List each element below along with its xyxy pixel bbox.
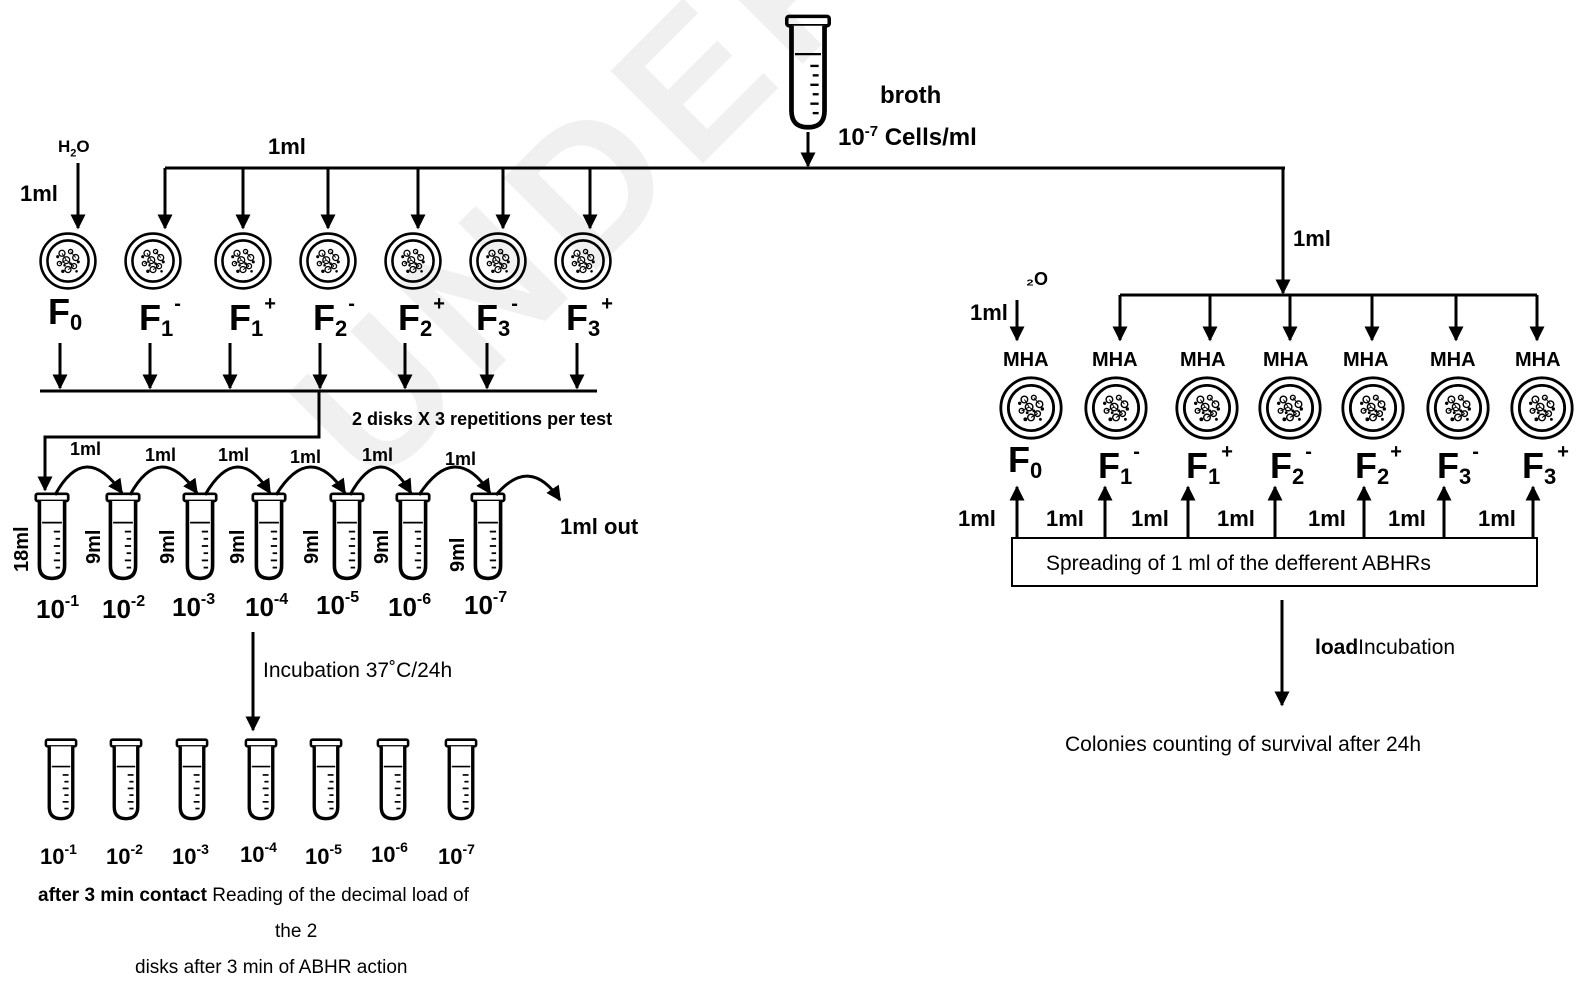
dilution-label: 10-4 [245,592,288,620]
dilution-label: 10-7 [438,842,475,868]
reading-caption-line2: the 2 [275,922,317,941]
broth-concentration: 10-7 Cells/ml [838,124,977,150]
dilution-label: 10-1 [40,842,77,868]
water-label: H2O [58,138,90,159]
dilution-label: 10-6 [388,592,431,620]
incubated-tube-icon [46,740,76,819]
reading-caption-line3: disks after 3 min of ABHR action [135,958,407,977]
mha-label: MHA [1343,350,1389,370]
water-volume: 1ml [20,183,58,205]
dilution-label: 10-6 [371,840,408,866]
transfer-volume: 1ml [70,440,101,458]
out-label: 1ml out [560,516,638,538]
plate-label: F2- [313,294,355,340]
dilution-label: 10-5 [305,842,342,868]
incubated-tube-icon [246,740,276,819]
incubated-tube-icon [378,740,408,819]
broth-label: broth [880,84,941,108]
plate-label: F1- [139,294,181,340]
incubated-tube-icon [111,740,141,819]
spread-volume: 1ml [1217,508,1255,530]
tube-volume: 18ml [12,526,32,572]
tube-volume: 9ml [158,530,178,564]
mha-label: MHA [1003,350,1049,370]
mha-label: MHA [1430,350,1476,370]
spread-volume: 1ml [958,508,996,530]
mha-label: MHA [1515,350,1561,370]
tube-volume: 9ml [84,530,104,564]
plate-label: F3+ [566,294,613,340]
dilution-label: 10-7 [464,590,507,618]
spread-volume: 1ml [1131,508,1169,530]
spread-volume: 1ml [1046,508,1084,530]
dilution-label: 10-4 [240,840,277,866]
tube-volume: 9ml [302,530,322,564]
spreading-text: Spreading of 1 ml of the defferent ABHRs [1046,553,1431,574]
dilution-label: 10-5 [316,590,359,618]
mha-label: MHA [1092,350,1138,370]
plate-label: F0 [1008,442,1042,482]
dilution-label: 10-1 [36,594,79,622]
transfer-volume: 1ml [145,446,176,464]
incubated-tube-icon [177,740,207,819]
transfer-volume: 1ml [218,446,249,464]
dilution-tube-icon [107,494,139,579]
mha-plate-icon [1001,378,1061,438]
transfer-volume: 1ml [290,448,321,466]
plate-label: F3+ [1522,442,1569,488]
right-water-label: ₂O [1026,270,1048,288]
counting-label: Colonies counting of survival after 24h [1065,734,1421,755]
plate-label: F1+ [1186,442,1233,488]
mha-plate-icon [1260,378,1320,438]
spread-volume: 1ml [1478,508,1516,530]
mha-plate-icon [1343,378,1403,438]
spread-volume: 1ml [1308,508,1346,530]
plate-label: F1- [1098,442,1140,488]
petri-dish-icon [216,234,271,289]
incubation-label: Incubation 37˚C/24h [263,660,452,681]
plate-label: F0 [48,294,82,334]
incubated-tube-icon [446,740,476,819]
spread-volume: 1ml [1388,508,1426,530]
dilution-label: 10-3 [172,592,215,620]
transfer-volume: 1ml [362,446,393,464]
tube-volume: 9ml [448,538,468,572]
incubated-tube-icon [311,740,341,819]
right-incubation-label: loadIncubation [1315,637,1455,658]
petri-dish-icon [126,234,181,289]
dilution-label: 10-2 [102,594,145,622]
plate-label: F2- [1270,442,1312,488]
mha-plate-icon [1512,378,1572,438]
petri-dish-icon [41,234,96,289]
dilution-label: 10-3 [172,842,209,868]
disks-note: 2 disks X 3 repetitions per test [352,410,612,428]
plate-label: F2+ [1355,442,1402,488]
dilution-tube-icon [36,494,68,579]
plate-label: F3- [1437,442,1479,488]
mha-label: MHA [1263,350,1309,370]
dilution-label: 10-2 [106,842,143,868]
right-water-volume: 1ml [970,302,1008,324]
plate-label: F1+ [229,294,276,340]
dilution-tube-icon [253,494,285,579]
right-branch-volume: 1ml [1293,228,1331,250]
tube-volume: 9ml [372,530,392,564]
dilution-tube-icon [331,494,363,579]
dilution-tube-icon [472,494,504,579]
tube-volume: 9ml [228,530,248,564]
transfer-volume: 1ml [445,450,476,468]
branch-volume: 1ml [268,136,306,158]
mha-label: MHA [1180,350,1226,370]
mha-plate-icon [1086,378,1146,438]
mha-plate-icon [1177,378,1237,438]
reading-caption-line1: after 3 min contact Reading of the decim… [38,886,469,905]
plate-label: F2+ [398,294,445,340]
dilution-tube-icon [184,494,216,579]
mha-plate-icon [1428,378,1488,438]
plate-label: F3- [476,294,518,340]
